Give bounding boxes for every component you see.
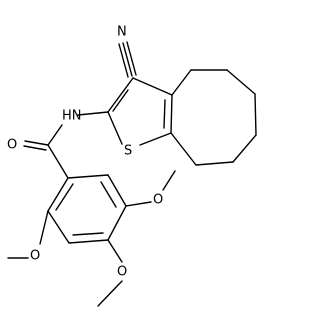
nitrile-nitrogen-label: N <box>117 25 127 40</box>
amide-nh-label: HN <box>62 109 82 124</box>
methoxy-bonds <box>7 170 176 307</box>
nitrile-bond <box>118 41 137 78</box>
methoxy-oxygen-label-3: O <box>30 249 40 264</box>
amide-bonds <box>23 111 109 151</box>
cyclooctane-ring <box>170 69 257 166</box>
structure-canvas: N HN S O O O O <box>7 25 257 307</box>
thiophene-sulfur-label: S <box>124 144 132 159</box>
benzene-ring <box>47 144 127 244</box>
methoxy-oxygen-label-1: O <box>153 193 163 208</box>
thiophene-ring <box>107 77 173 146</box>
carbonyl-oxygen-label: O <box>7 138 17 153</box>
methoxy-oxygen-label-2: O <box>117 265 127 280</box>
molecule-structure: N HN S O O O O <box>7 25 257 307</box>
